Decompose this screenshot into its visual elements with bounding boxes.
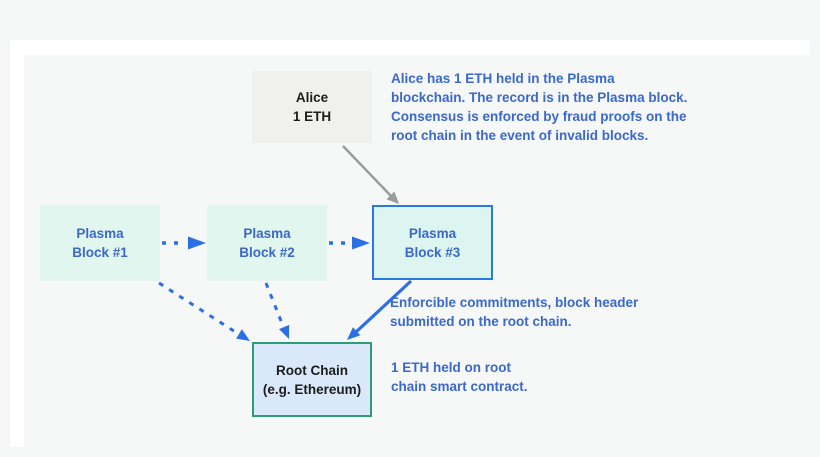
plasma-block-2-node: Plasma Block #2	[207, 205, 327, 281]
white-frame-left	[10, 40, 24, 447]
root-chain-node: Root Chain (e.g. Ethereum)	[252, 342, 372, 417]
alice-annotation: Alice has 1 ETH held in the Plasma block…	[391, 71, 688, 143]
plasma-block-3-node: Plasma Block #3	[372, 205, 493, 280]
commitments-annotation: Enforcible commitments, block header sub…	[390, 295, 639, 329]
alice-node: Alice 1 ETH	[252, 71, 372, 143]
eth-held-annotation: 1 ETH held on root chain smart contract.	[391, 360, 528, 394]
plasma-block-2-label: Plasma Block #2	[239, 226, 295, 260]
root-chain-label: Root Chain (e.g. Ethereum)	[262, 362, 362, 397]
plasma-block-1-node: Plasma Block #1	[40, 205, 160, 281]
white-frame-top	[10, 40, 810, 55]
alice-node-label: Alice 1 ETH	[292, 90, 332, 124]
plasma-block-1-label: Plasma Block #1	[72, 226, 128, 260]
plasma-block-3-label: Plasma Block #3	[404, 225, 461, 260]
